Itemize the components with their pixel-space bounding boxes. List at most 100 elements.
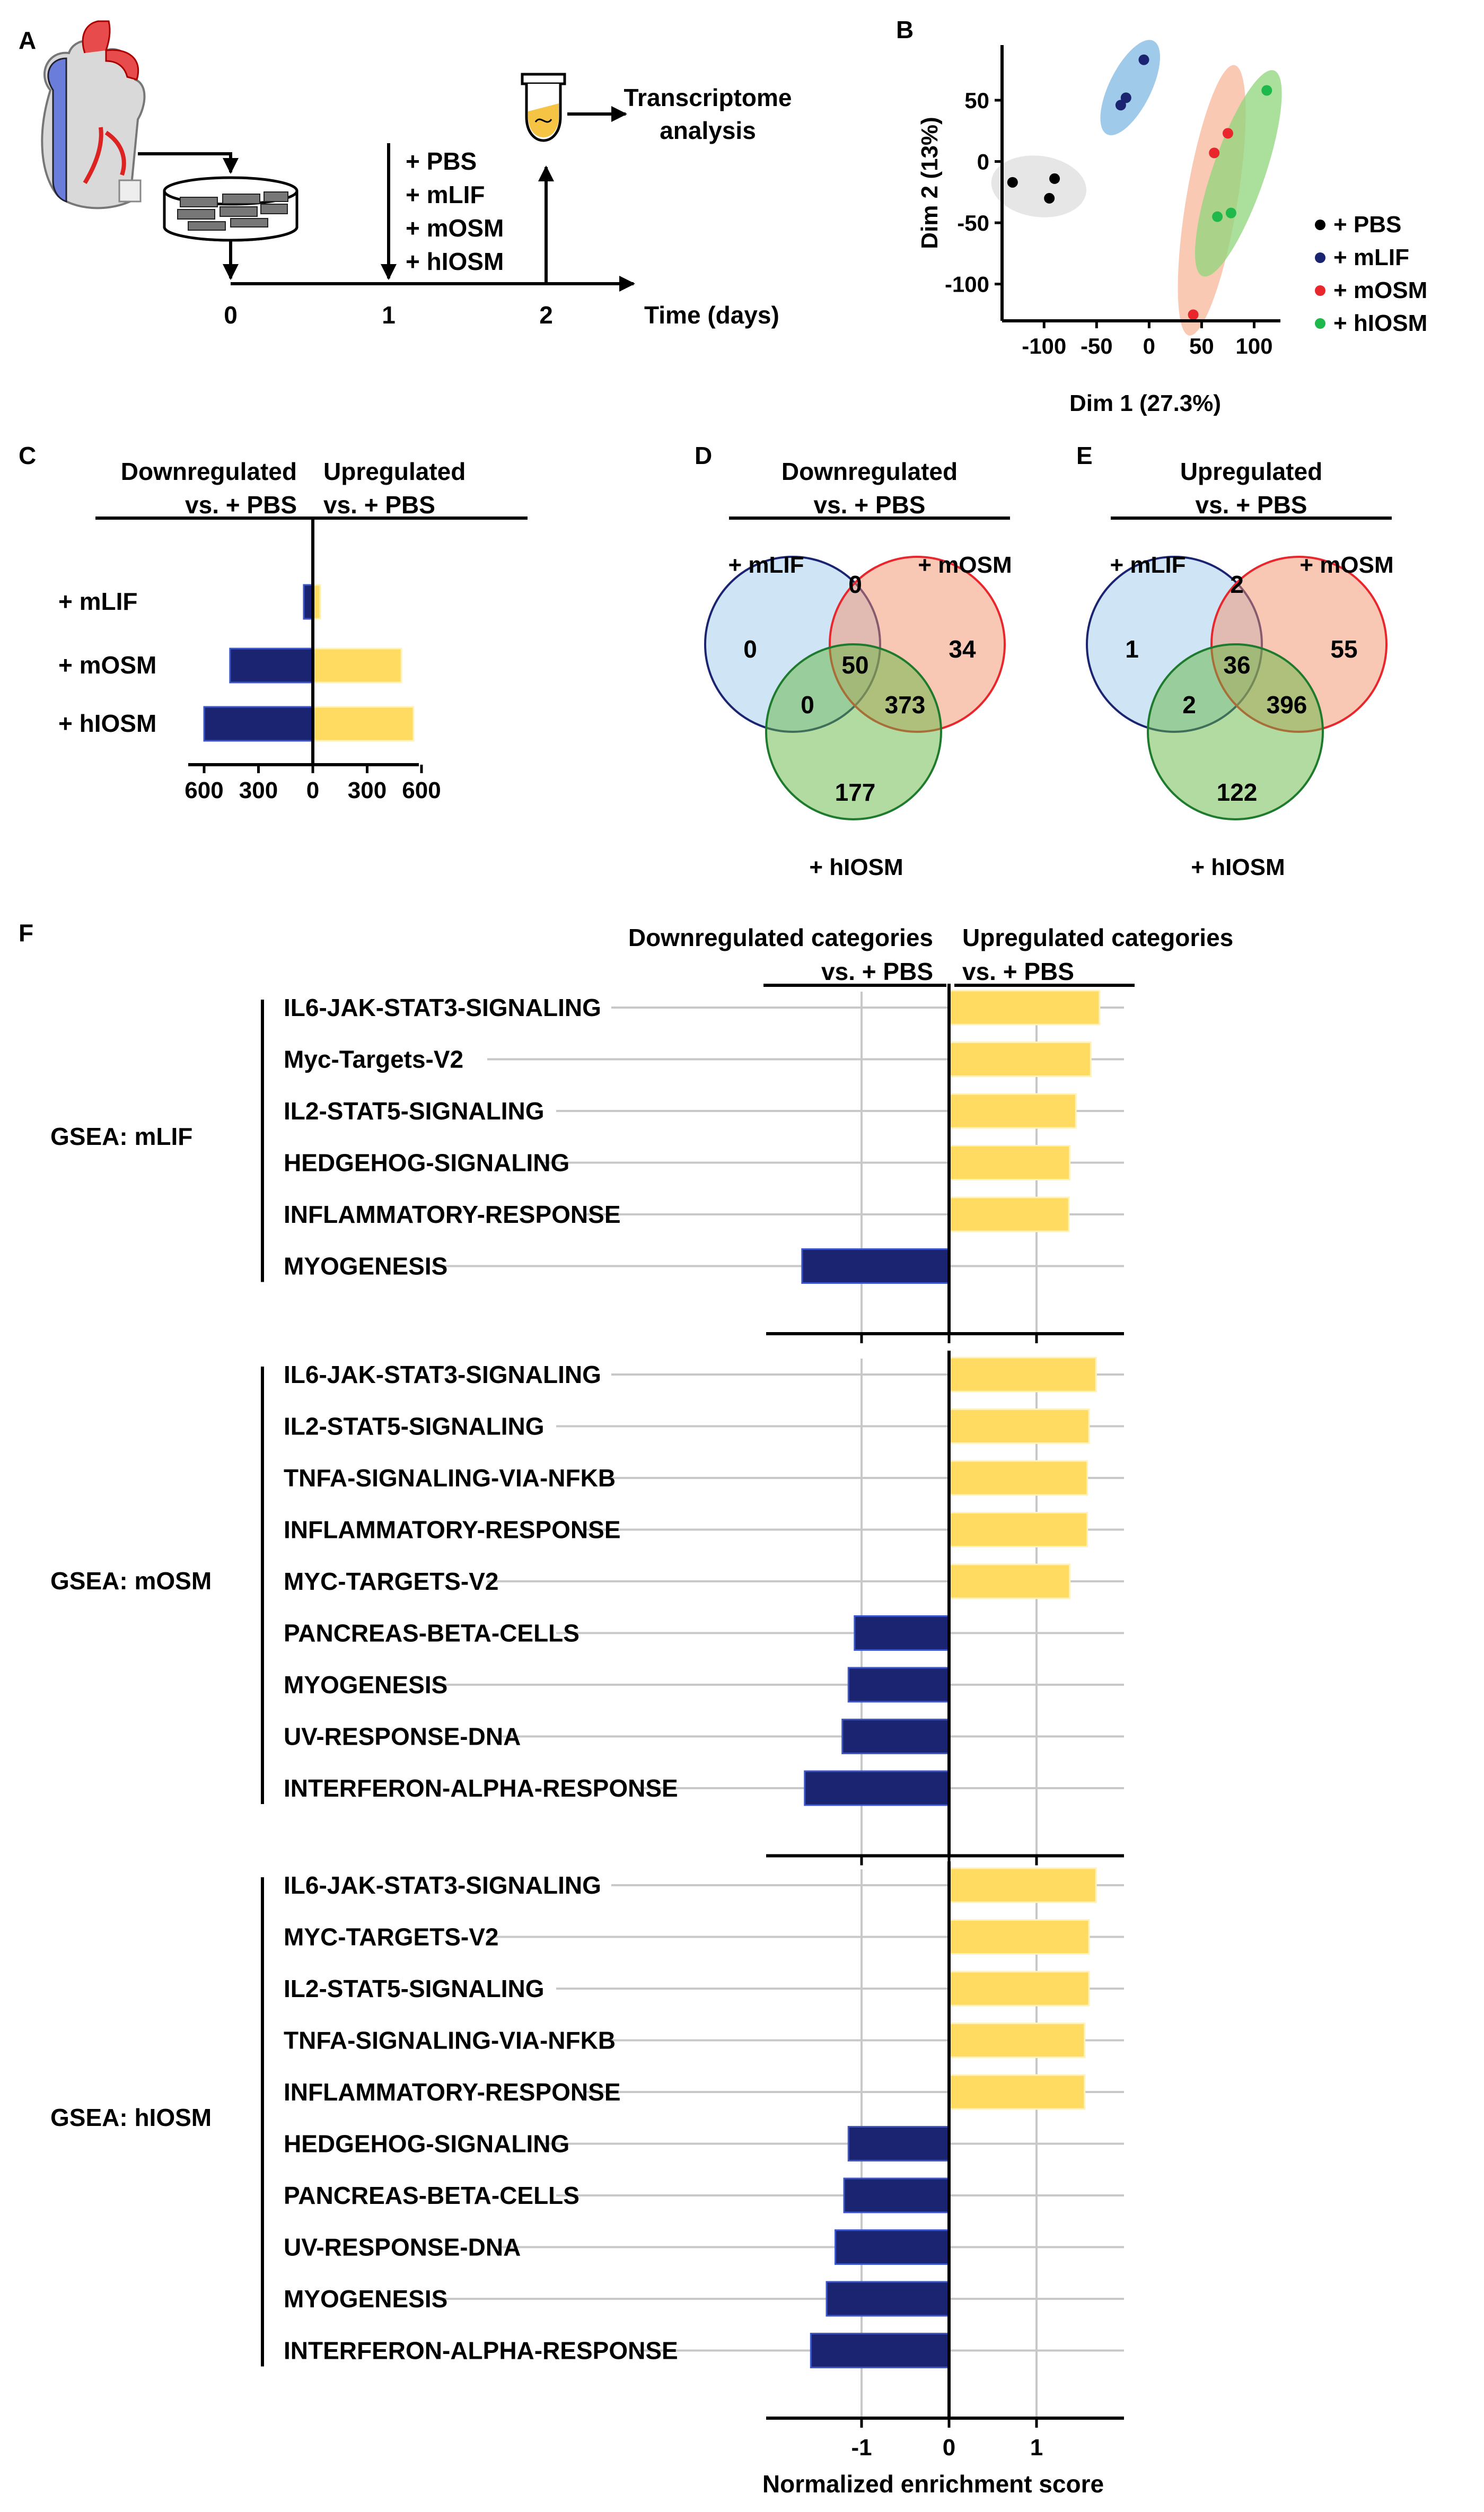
bar-down — [229, 647, 314, 684]
x-tick-label: 300 — [348, 777, 387, 803]
category-label: UV-RESPONSE-DNA — [284, 1723, 521, 1750]
category-label: HEDGEHOG-SIGNALING — [284, 2130, 569, 2158]
scatter-point — [1007, 177, 1018, 188]
legend-label: + mOSM — [1333, 277, 1427, 303]
bar-up — [948, 1093, 1077, 1129]
y-axis-label: Dim 2 (13%) — [917, 117, 943, 249]
bar-up — [948, 1196, 1070, 1232]
x-tick-label: 300 — [239, 777, 278, 803]
venn-count: 55 — [1330, 635, 1357, 663]
heart-icon — [41, 20, 146, 209]
category-label: INFLAMMATORY-RESPONSE — [284, 1201, 621, 1228]
venn-title: vs. + PBS — [1196, 491, 1307, 519]
deg-count-bars: Downregulated vs. + PBS Upregulated vs. … — [58, 458, 528, 803]
scatter-point — [1225, 207, 1236, 218]
venn-set-label: + hIOSM — [1191, 854, 1285, 880]
category-label: IL6-JAK-STAT3-SIGNALING — [284, 1871, 601, 1899]
group-label: GSEA: mLIF — [50, 1123, 192, 1150]
venn-count: 0 — [848, 571, 862, 598]
venn-title: Downregulated — [781, 458, 958, 485]
bar-down — [854, 1615, 950, 1651]
x-tick-label: 600 — [185, 777, 223, 803]
venn-count: 0 — [801, 691, 814, 719]
c-title-right-2: vs. + PBS — [323, 491, 435, 519]
scatter-point — [1222, 128, 1233, 139]
f-x-axis-label: Normalized enrichment score — [762, 2470, 1104, 2498]
venn-set-label: + mOSM — [918, 552, 1012, 578]
bar-down — [801, 1248, 950, 1284]
c-title-left: Downregulated — [121, 458, 297, 485]
scatter-point — [1138, 54, 1149, 65]
category-label: Myc-Targets-V2 — [284, 1046, 463, 1073]
scatter-point — [1044, 192, 1055, 204]
bar-down — [203, 706, 314, 742]
venn-count: 34 — [949, 635, 976, 663]
bar-down — [847, 2126, 950, 2161]
f-header-left-2: vs. + PBS — [821, 958, 933, 985]
bar-down — [841, 1719, 950, 1754]
f-header-right-2: vs. + PBS — [962, 958, 1074, 985]
y-tick-label: 0 — [977, 150, 989, 174]
c-title-left-2: vs. + PBS — [185, 491, 297, 519]
scatter-point — [1120, 92, 1131, 103]
x-tick-label: 1 — [1030, 2435, 1043, 2461]
venn-count: 396 — [1267, 691, 1307, 719]
panel-letter-e: E — [1076, 442, 1093, 469]
tick-label: 1 — [382, 301, 396, 329]
scatter-point — [1209, 147, 1220, 159]
bar-up — [948, 1041, 1092, 1077]
group-label: GSEA: hIOSM — [50, 2104, 212, 2131]
scatter-point — [1115, 100, 1126, 111]
panel-letter-c: C — [19, 442, 36, 469]
bar-up — [948, 1971, 1090, 2007]
venn-circle-hiosm — [765, 643, 942, 820]
bar-up — [948, 2074, 1086, 2110]
venn-count: 122 — [1217, 778, 1258, 806]
scatter-point — [1049, 173, 1060, 184]
tick-label: 2 — [539, 301, 553, 329]
bar-down — [835, 2229, 950, 2265]
category-label: TNFA-SIGNALING-VIA-NFKB — [284, 1464, 616, 1492]
category-label: IL2-STAT5-SIGNALING — [284, 1975, 545, 2002]
venn-count: 177 — [835, 778, 876, 806]
cluster-ellipse — [1195, 70, 1282, 277]
category-label: IL2-STAT5-SIGNALING — [284, 1413, 545, 1440]
legend-marker — [1315, 252, 1325, 263]
category-label: INFLAMMATORY-RESPONSE — [284, 2078, 621, 2106]
venn-circle-hiosm — [1147, 643, 1324, 820]
category-label: PANCREAS-BETA-CELLS — [284, 2182, 579, 2209]
x-tick-label: 0 — [943, 2435, 955, 2461]
x-tick-label: -50 — [1081, 334, 1113, 358]
x-tick-label: 600 — [402, 777, 441, 803]
bar-down — [843, 2177, 950, 2213]
legend-label: + hIOSM — [1333, 310, 1427, 336]
bar-up — [948, 1867, 1097, 1903]
gsea-bars: Downregulated categories vs. + PBS Upreg… — [50, 924, 1233, 2498]
category-label: TNFA-SIGNALING-VIA-NFKB — [284, 2027, 616, 2054]
category-label: HEDGEHOG-SIGNALING — [284, 1149, 569, 1177]
x-tick-label: -100 — [1022, 334, 1066, 358]
gsea-group: GSEA: hIOSMIL6-JAK-STAT3-SIGNALINGMYC-TA… — [50, 1861, 1124, 2461]
category-label: MYOGENESIS — [284, 2285, 447, 2313]
category-label: INTERFERON-ALPHA-RESPONSE — [284, 1774, 678, 1802]
y-tick-label: -100 — [945, 272, 989, 297]
x-axis-label: Dim 1 (27.3%) — [1069, 390, 1221, 416]
experiment-timeline: Transcriptome analysis + PBS + mLIF + mO… — [41, 20, 792, 329]
treatment-label: + hIOSM — [406, 248, 504, 275]
time-axis-label: Time (days) — [644, 301, 779, 329]
category-label: INFLAMMATORY-RESPONSE — [284, 1516, 621, 1544]
output-label-line2: analysis — [660, 117, 756, 144]
tick-label: 0 — [224, 301, 238, 329]
bar-up — [948, 1919, 1090, 1955]
bar-up — [948, 1460, 1088, 1496]
cluster-ellipse — [991, 155, 1087, 217]
group-label: GSEA: mOSM — [50, 1567, 212, 1595]
x-tick-label: 0 — [306, 777, 319, 803]
category-label: MYC-TARGETS-V2 — [284, 1568, 499, 1595]
panel-letter-f: F — [19, 919, 33, 947]
venn-count: 2 — [1182, 691, 1196, 719]
category-label: MYOGENESIS — [284, 1253, 447, 1280]
